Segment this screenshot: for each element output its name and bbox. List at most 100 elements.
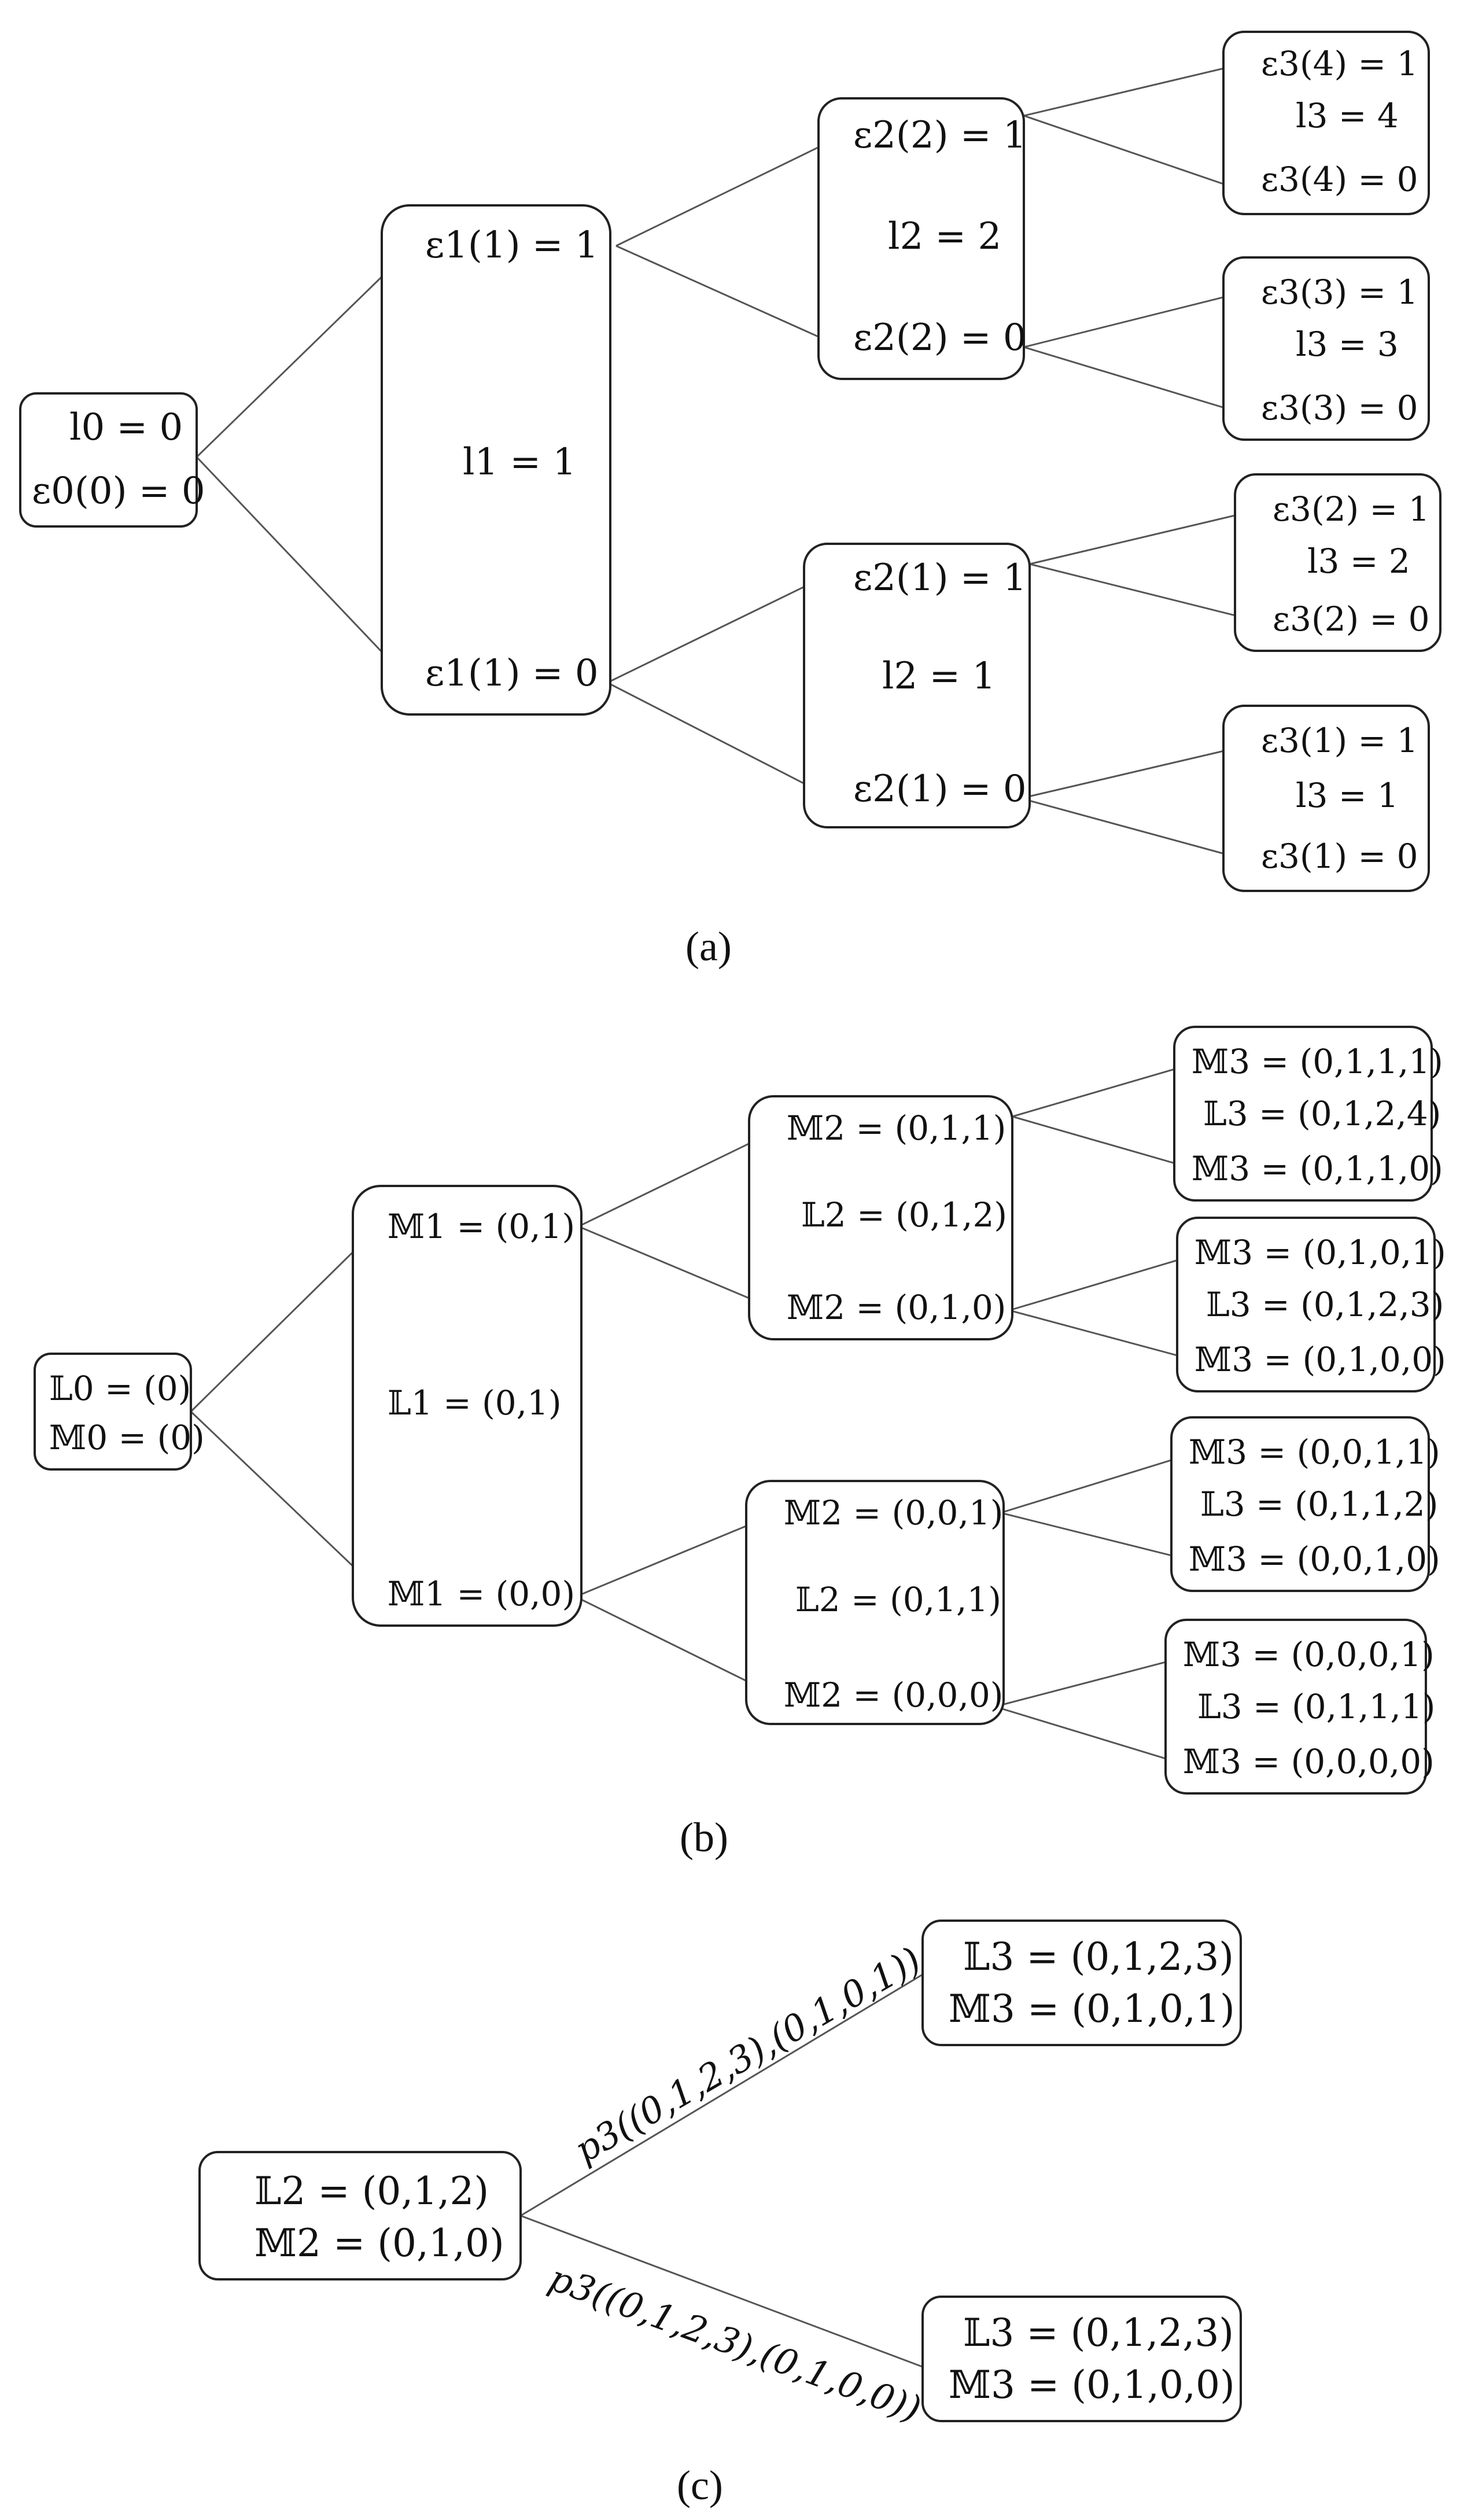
node-b-l3-3-mid: 𝕃3 = (0,1,1,2)	[1200, 1484, 1438, 1524]
node-a-l1	[381, 204, 611, 716]
caption-b: (b)	[680, 1814, 728, 1860]
edge-a-l2c-l3c1	[1029, 511, 1250, 565]
node-b-l2-bot-top: 𝕄2 = (0,0,1)	[784, 1493, 1003, 1532]
node-a-l2-bot-bot: ε2(1) = 0	[853, 768, 1027, 810]
panel-c: 𝕃2 = (0,1,2) 𝕄2 = (0,1,0) 𝕃3 = (0,1,2,3)…	[198, 1920, 1242, 2508]
edge-b-l1bot-l2c	[575, 1512, 779, 1598]
edge-a-l2b-l3b2	[1023, 346, 1244, 415]
edge-a-root-l1top	[196, 242, 418, 458]
node-c-target-bottom-line1: 𝕃3 = (0,1,2,3)	[963, 2311, 1234, 2355]
node-b-l2-bottom	[745, 1480, 1005, 1725]
node-a-l2-bottom	[803, 543, 1031, 828]
node-a-l2-top	[817, 97, 1025, 380]
node-b-l1-mid: 𝕃1 = (0,1)	[388, 1383, 562, 1423]
node-b-l3-2-mid: 𝕃3 = (0,1,2,3)	[1206, 1285, 1444, 1324]
edge-c-top	[520, 1972, 926, 2217]
node-a-l3-4	[1222, 705, 1430, 892]
node-a-l3-4-mid: l3 = 1	[1296, 776, 1399, 815]
node-c-target-top-line1: 𝕃3 = (0,1,2,3)	[963, 1935, 1234, 1979]
node-b-l3-3-top: 𝕄3 = (0,0,1,1)	[1189, 1432, 1440, 1472]
node-a-l3-4-top: ε3(1) = 1	[1261, 721, 1418, 760]
edge-b-l2c-l3c2	[1000, 1512, 1198, 1563]
node-a-l3-4-bot: ε3(1) = 0	[1261, 837, 1418, 876]
edge-a-l1bot-l2d	[607, 681, 834, 800]
edge-a-l2a-l3a1	[1023, 62, 1244, 117]
node-b-l2-bot-bot: 𝕄2 = (0,0,0)	[784, 1675, 1003, 1715]
node-b-l1	[352, 1185, 582, 1627]
node-a-l3-1-top: ε3(4) = 1	[1261, 44, 1418, 83]
node-c-source-line1: 𝕃2 = (0,1,2)	[255, 2169, 489, 2213]
node-b-l1-bot: 𝕄1 = (0,0)	[388, 1574, 575, 1613]
edge-a-l2c-l3c2	[1029, 563, 1250, 620]
node-a-l2-bot-top: ε2(1) = 1	[853, 557, 1027, 599]
node-b-root-line2: 𝕄0 = (0)	[49, 1418, 205, 1457]
edge-a-l1bot-l2c	[607, 572, 834, 684]
edge-a-l1top-l2b	[615, 245, 842, 348]
node-b-l2-top	[748, 1095, 1013, 1340]
node-b-l3-1-mid: 𝕃3 = (0,1,2,4)	[1203, 1094, 1441, 1133]
edge-a-l2b-l3b1	[1023, 291, 1244, 348]
node-b-l3-4-bot: 𝕄3 = (0,0,0,0)	[1183, 1742, 1435, 1781]
edge-b-l2a-l3a1	[1012, 1060, 1201, 1118]
edge-b-l1top-l2b	[578, 1225, 779, 1311]
node-a-l3-3-top: ε3(2) = 1	[1273, 489, 1429, 529]
node-a-l1-bot: ε1(1) = 0	[425, 652, 599, 695]
node-b-l3-3	[1170, 1416, 1430, 1592]
edge-b-l2a-l3a2	[1012, 1115, 1204, 1173]
edge-b-l2b-l3b2	[1009, 1309, 1204, 1364]
node-b-l3-1-bot: 𝕄3 = (0,1,1,0)	[1192, 1149, 1443, 1188]
edge-a-l1top-l2a	[615, 135, 842, 247]
node-a-l3-2	[1222, 256, 1430, 441]
node-a-l2-bot-mid: l2 = 1	[882, 655, 996, 698]
node-a-l1-top: ε1(1) = 1	[425, 224, 599, 267]
node-a-root-line1: l0 = 0	[69, 406, 183, 449]
node-a-l3-3	[1234, 473, 1441, 652]
node-a-l1-mid: l1 = 1	[463, 441, 576, 484]
node-a-l3-2-mid: l3 = 3	[1296, 325, 1399, 364]
node-a-l3-1	[1222, 31, 1430, 215]
node-b-root	[34, 1353, 192, 1471]
node-b-l2-top-bot: 𝕄2 = (0,1,0)	[787, 1288, 1006, 1327]
node-c-source-line2: 𝕄2 = (0,1,0)	[255, 2221, 504, 2265]
edge-b-l2b-l3b1	[1009, 1251, 1204, 1311]
edge-a-root-l1bot	[196, 456, 418, 690]
edge-a-l2d-l3d2	[1020, 797, 1244, 860]
node-a-l3-1-bot: ε3(4) = 0	[1261, 160, 1418, 199]
node-b-l3-3-bot: 𝕄3 = (0,0,1,0)	[1189, 1539, 1440, 1579]
node-a-l2-top-bot: ε2(2) = 0	[853, 316, 1027, 359]
edge-b-root-l1top	[190, 1225, 380, 1413]
node-a-root-line2: ε0(0) = 0	[32, 470, 205, 513]
caption-c: (c)	[677, 2462, 723, 2508]
panel-a: l0 = 0 ε0(0) = 0 ε1(1) = 1 l1 = 1 ε1(1) …	[19, 31, 1441, 970]
node-a-l3-1-mid: l3 = 4	[1296, 96, 1399, 135]
edge-b-l2d-l3d1	[994, 1653, 1195, 1708]
node-b-l1-top: 𝕄1 = (0,1)	[388, 1207, 575, 1246]
node-b-l3-1-top: 𝕄3 = (0,1,1,1)	[1192, 1042, 1443, 1081]
node-b-l2-bot-mid: 𝕃2 = (0,1,1)	[795, 1580, 1001, 1619]
node-a-l3-2-top: ε3(3) = 1	[1261, 272, 1418, 312]
node-a-root	[19, 392, 198, 528]
node-b-l3-2-bot: 𝕄3 = (0,1,0,0)	[1195, 1340, 1446, 1379]
node-b-l3-4-mid: 𝕃3 = (0,1,1,1)	[1197, 1687, 1435, 1726]
edge-c-bottom	[520, 2215, 929, 2370]
node-b-l3-4	[1164, 1619, 1427, 1795]
node-a-l3-3-mid: l3 = 2	[1307, 541, 1410, 581]
node-c-target-top	[921, 1920, 1242, 2046]
edge-c-top-label: p3((0,1,2,3),(0,1,0,1))	[567, 1939, 928, 2171]
node-a-l2-top-top: ε2(2) = 1	[853, 114, 1027, 157]
edge-b-l1top-l2a	[578, 1127, 781, 1228]
panel-b: 𝕃0 = (0) 𝕄0 = (0) 𝕄1 = (0,1) 𝕃1 = (0,1) …	[34, 1026, 1446, 1860]
node-b-l3-2	[1176, 1217, 1436, 1392]
edge-b-root-l1bot	[190, 1410, 380, 1592]
edge-a-l2d-l3d1	[1020, 745, 1244, 800]
node-a-l2-top-mid: l2 = 2	[888, 215, 1001, 258]
edge-b-l2c-l3c1	[1000, 1451, 1198, 1514]
edge-b-l2d-l3d2	[994, 1705, 1195, 1769]
node-a-l3-3-bot: ε3(2) = 0	[1273, 599, 1429, 639]
node-c-target-bottom-line2: 𝕄3 = (0,1,0,0)	[949, 2363, 1235, 2407]
edge-a-l2a-l3a2	[1023, 115, 1244, 192]
node-b-l2-top-top: 𝕄2 = (0,1,1)	[787, 1108, 1006, 1148]
node-a-l3-2-bot: ε3(3) = 0	[1261, 388, 1418, 428]
node-b-l3-4-top: 𝕄3 = (0,0,0,1)	[1183, 1635, 1435, 1674]
